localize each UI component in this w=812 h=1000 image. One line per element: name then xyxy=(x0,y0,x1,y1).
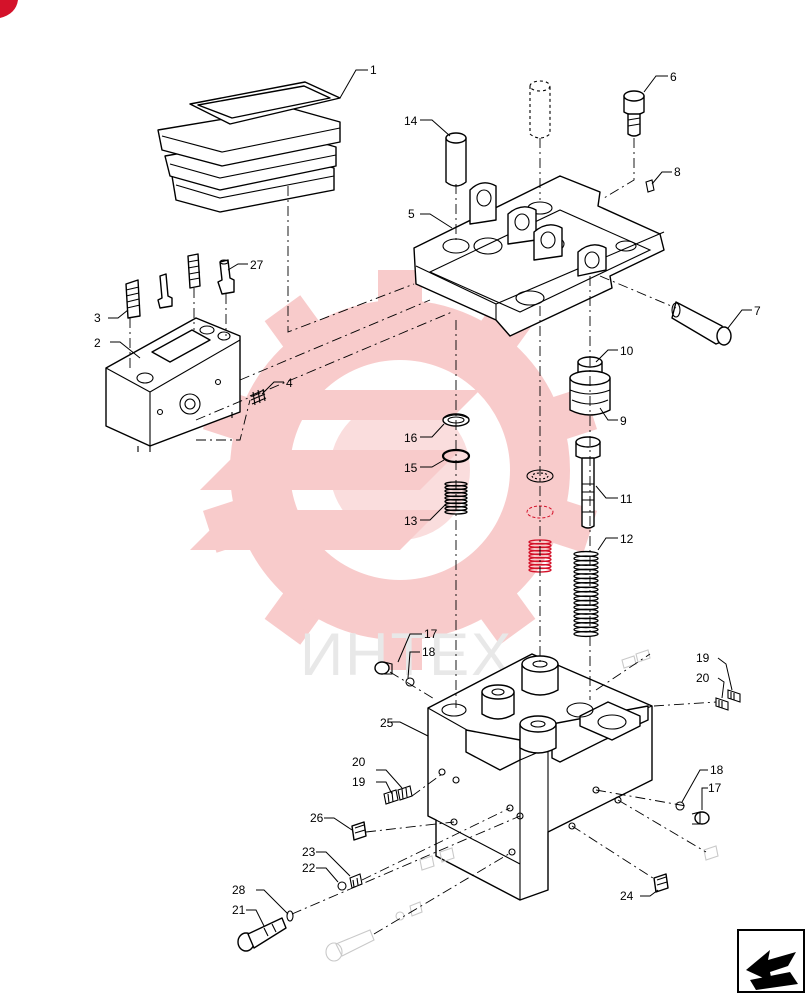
brand-corner-icon xyxy=(0,0,18,18)
callout-14: 14 xyxy=(404,114,418,128)
part-2-bracket-block xyxy=(105,317,241,452)
callout-3: 3 xyxy=(94,311,101,325)
callout-26: 26 xyxy=(310,811,324,825)
part-27-fitting xyxy=(217,259,235,295)
callout-2: 2 xyxy=(94,336,101,350)
callout-20-left: 20 xyxy=(352,755,366,769)
part-7-pivot-pin xyxy=(671,301,732,346)
part-24-plug xyxy=(653,873,669,893)
part-17-18-plug-right xyxy=(675,801,710,825)
part-3-threaded-stud xyxy=(125,279,141,319)
part-22-23-check xyxy=(337,873,363,891)
part-19-20-set-screws-left xyxy=(383,785,413,805)
part-19-20-set-screws-right xyxy=(715,689,741,711)
callout-5: 5 xyxy=(408,207,415,221)
callout-18-top: 18 xyxy=(422,645,436,659)
part-18-ball-top xyxy=(405,677,415,687)
exploded-view-arrow-icon[interactable] xyxy=(737,929,805,993)
callout-10: 10 xyxy=(620,344,634,358)
callout-21: 21 xyxy=(232,903,246,917)
callout-27: 27 xyxy=(250,258,264,272)
watermark-text: ИНТЕХ xyxy=(300,621,513,688)
part-ghost-fitting-bottom xyxy=(325,901,423,962)
leader-lines xyxy=(108,69,752,927)
part-17-plug-top xyxy=(374,661,393,675)
watermark-gear-icon: ИНТЕХ xyxy=(190,270,598,688)
part-14-pin xyxy=(445,132,467,187)
callout-24: 24 xyxy=(620,889,634,903)
part-12-return-spring xyxy=(573,550,599,638)
callout-18-right: 18 xyxy=(710,763,724,777)
part-4-spring xyxy=(249,388,267,406)
callout-22: 22 xyxy=(302,861,316,875)
callout-13: 13 xyxy=(404,514,418,528)
callout-19-left: 19 xyxy=(352,775,366,789)
assembly-lines xyxy=(129,138,717,935)
callout-19-right: 19 xyxy=(696,651,710,665)
part-6-cap-screw xyxy=(623,90,645,137)
part-ghost-fasteners-middle xyxy=(419,649,719,871)
callout-1: 1 xyxy=(370,63,377,77)
callout-4: 4 xyxy=(286,376,293,390)
part-1-rubber-boot xyxy=(157,81,341,213)
part-stud-small xyxy=(157,273,173,309)
callout-25: 25 xyxy=(380,716,394,730)
part-25-valve-body xyxy=(427,653,653,901)
part-5-top-plate xyxy=(413,175,665,337)
callout-15: 15 xyxy=(404,461,418,475)
callout-17-top: 17 xyxy=(424,627,438,641)
callout-23: 23 xyxy=(302,845,316,859)
callout-6: 6 xyxy=(670,70,677,84)
spring-coil xyxy=(573,630,599,638)
part-21-28-fitting xyxy=(237,910,294,952)
callout-8: 8 xyxy=(674,165,681,179)
callout-7: 7 xyxy=(754,304,761,318)
callout-28: 28 xyxy=(232,883,246,897)
part-11-plunger-rod xyxy=(575,436,601,529)
callout-11: 11 xyxy=(620,492,633,506)
part-ghost-pin xyxy=(529,80,551,139)
callout-12: 12 xyxy=(620,532,634,546)
callout-20-right: 20 xyxy=(696,671,710,685)
callout-9: 9 xyxy=(620,414,627,428)
callout-16: 16 xyxy=(404,431,418,445)
callout-labels: 1 2 3 4 5 6 7 8 9 10 11 12 13 14 15 16 1… xyxy=(94,63,761,917)
callout-17-right: 17 xyxy=(708,781,722,795)
part-8-roll-pin xyxy=(645,179,655,193)
part-26-plug xyxy=(351,821,367,841)
part-stud-threaded-long xyxy=(187,253,201,289)
